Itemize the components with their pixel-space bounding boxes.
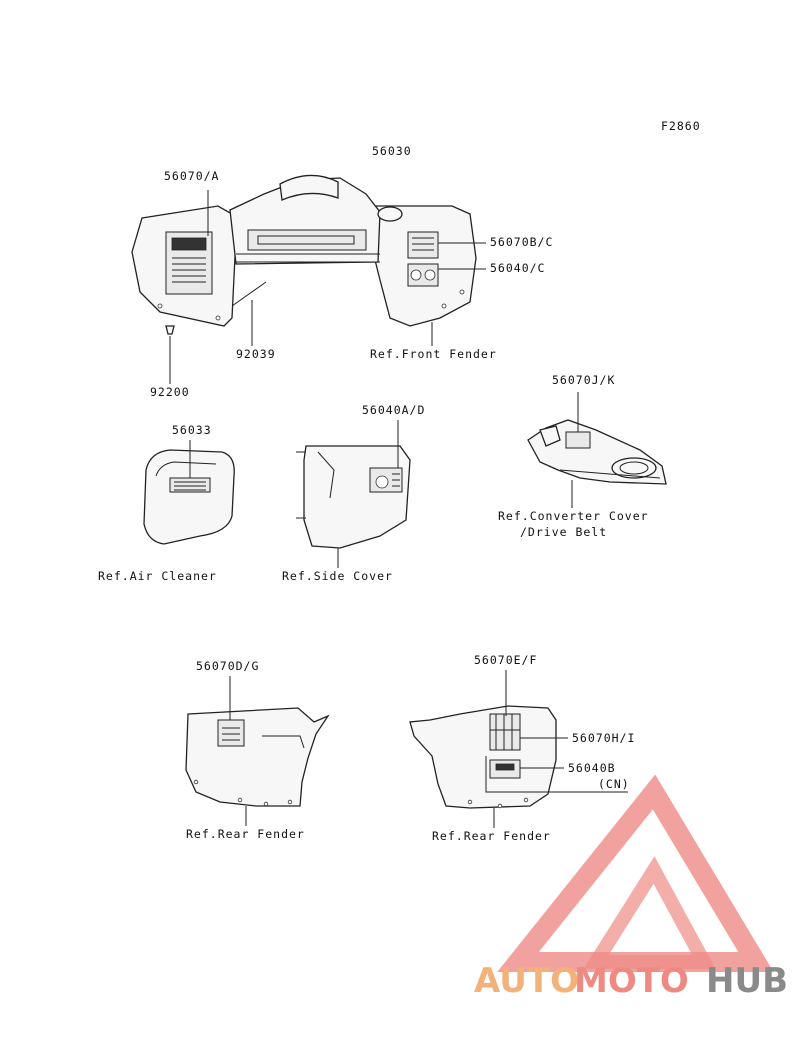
- label-56070j-k: 56070J/K: [552, 373, 615, 387]
- label-ref-side-cover: Ref.Side Cover: [282, 569, 393, 583]
- watermark-logo: AUTO MOTO HUB: [474, 774, 788, 1001]
- label-56033: 56033: [172, 423, 212, 437]
- label-56070e-f: 56070E/F: [474, 653, 537, 667]
- label-ref-rear-fender-right: Ref.Rear Fender: [432, 829, 551, 843]
- bracket-56040b: [485, 756, 628, 793]
- figure-id: F2860: [661, 119, 701, 133]
- converter-cover-drawing: [527, 419, 667, 485]
- watermark-auto: AUTO: [474, 961, 579, 1001]
- label-56040b: 56040B: [568, 761, 616, 775]
- watermark-triangle: [497, 774, 774, 972]
- label-56070-a: 56070/A: [164, 169, 219, 183]
- label-92200: 92200: [150, 385, 190, 399]
- label-56030: 56030: [372, 144, 412, 158]
- front-fender-drawing: [131, 174, 477, 335]
- left-rear-fender-drawing: [185, 707, 330, 807]
- side-cover-drawing: [296, 445, 411, 549]
- label-56070h-i: 56070H/I: [572, 731, 635, 745]
- label-56070d-g: 56070D/G: [196, 659, 259, 673]
- right-rear-fender-drawing: [409, 705, 557, 809]
- label-ref-converter-cover: Ref.Converter Cover: [498, 509, 649, 523]
- label-ref-air-cleaner: Ref.Air Cleaner: [98, 569, 217, 583]
- label-56040a-d: 56040A/D: [362, 403, 425, 417]
- air-cleaner-drawing: [143, 449, 235, 545]
- label-56040-c: 56040/C: [490, 261, 545, 275]
- watermark-hub: HUB: [706, 961, 788, 1001]
- label-92039: 92039: [236, 347, 276, 361]
- label-56070b-c: 56070B/C: [490, 235, 553, 249]
- watermark-moto: MOTO: [574, 961, 689, 1001]
- label-cn: (CN): [598, 777, 630, 791]
- label-ref-drive-belt: /Drive Belt: [520, 525, 607, 539]
- label-ref-front-fender: Ref.Front Fender: [370, 347, 497, 361]
- label-ref-rear-fender-left: Ref.Rear Fender: [186, 827, 305, 841]
- front-fender-leaders: [169, 190, 486, 384]
